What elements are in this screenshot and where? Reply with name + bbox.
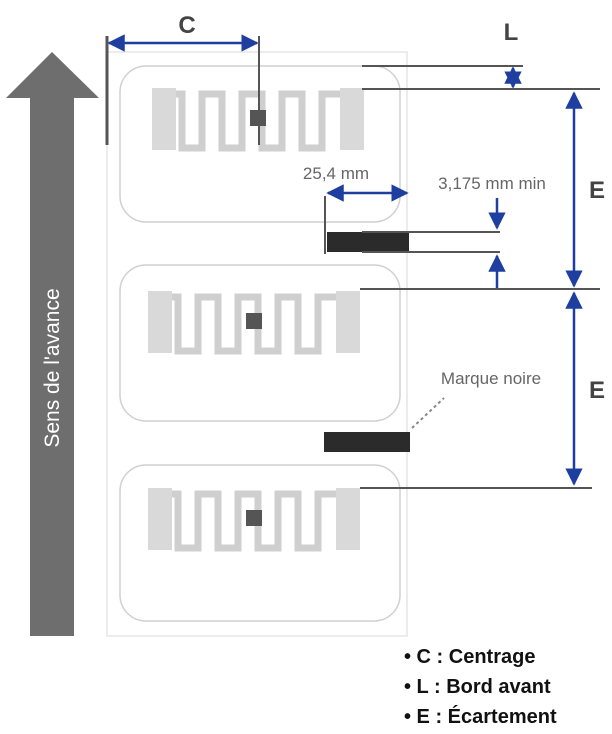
mark-label: Marque noire (441, 369, 541, 388)
rfid-chip-3 (246, 510, 262, 526)
black-mark-2 (324, 432, 410, 452)
gap-letter-2: E (589, 377, 605, 404)
liner (106, 51, 408, 637)
black-mark-1 (327, 232, 409, 252)
feed-direction-label: Sens de l'avance (41, 288, 64, 447)
legend-item-centering: • C : Centrage (404, 646, 536, 668)
feed-direction-arrow (6, 52, 99, 636)
legend-item-leading-edge: • L : Bord avant (404, 676, 551, 698)
rfid-inlay-3 (148, 488, 360, 550)
centering-letter: C (178, 12, 195, 39)
mark-width-dimension (324, 184, 409, 254)
mark-label-leader (411, 397, 445, 429)
leading-edge-dimension (362, 65, 600, 90)
mark-width-value: 25,4 mm (303, 164, 369, 183)
label-3 (119, 464, 401, 622)
mark-height-value: 3,175 mm min (438, 174, 546, 193)
mark-height-dimension (362, 198, 506, 288)
legend-item-gap: • E : Écartement (404, 706, 557, 728)
centering-dimension (105, 34, 260, 145)
legend: • C : Centrage • L : Bord avant • E : Éc… (404, 642, 608, 732)
rfid-chip-2 (246, 313, 262, 329)
leading-edge-letter: L (504, 19, 519, 46)
gap-letter-1: E (589, 177, 605, 204)
label-2 (119, 264, 401, 422)
rfid-inlay-2 (148, 291, 360, 353)
